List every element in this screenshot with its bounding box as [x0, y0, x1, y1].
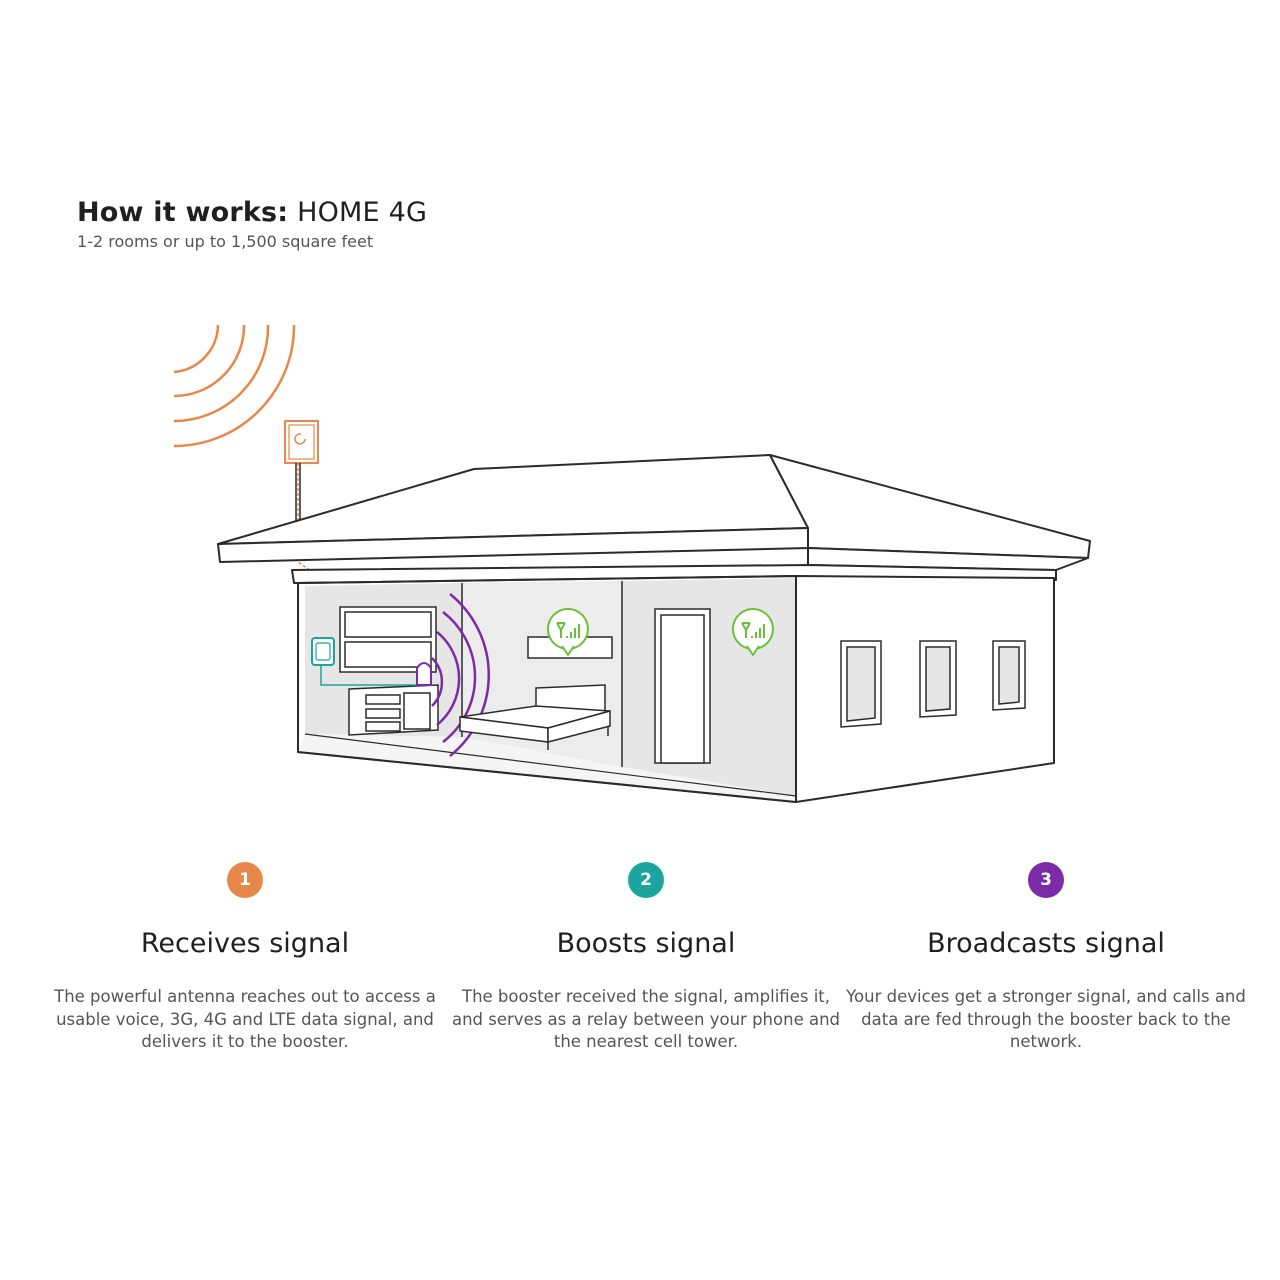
outside-signal-waves [173, 324, 296, 448]
step-description: Your devices get a stronger signal, and … [846, 987, 1246, 1051]
step-title: Broadcasts signal [927, 928, 1165, 959]
door [654, 608, 711, 764]
step-number-badge: 1 [227, 862, 263, 898]
step-title: Receives signal [140, 928, 350, 959]
step-receives: 1 Receives signal The powerful antenna r… [45, 862, 445, 1054]
dresser [348, 684, 439, 736]
title-bold: How it works: [77, 197, 289, 228]
page-title: How it works: HOME 4G [77, 196, 427, 230]
antenna-icon [284, 420, 319, 545]
step-title: Boosts signal [556, 928, 736, 959]
title-regular: HOME 4G [297, 197, 428, 228]
step-number-badge: 2 [628, 862, 664, 898]
room-window [339, 606, 437, 673]
booster-icon [311, 637, 420, 686]
step-description: The powerful antenna reaches out to acce… [54, 987, 436, 1051]
roof [217, 454, 1091, 584]
broadcast-waves [431, 593, 491, 757]
step-boosts: 2 Boosts signal The booster received the… [446, 862, 846, 1054]
header: How it works: HOME 4G 1-2 rooms or up to… [77, 196, 427, 251]
step-description: The booster received the signal, amplifi… [451, 987, 841, 1051]
step-broadcasts: 3 Broadcasts signal Your devices get a s… [846, 862, 1246, 1054]
signal-bars-icon [547, 608, 589, 656]
indoor-antenna-icon [416, 662, 432, 686]
side-windows [840, 640, 1026, 728]
page-subtitle: 1-2 rooms or up to 1,500 square feet [77, 232, 374, 251]
signal-bars-icon [732, 608, 774, 656]
step-number-badge: 3 [1028, 862, 1064, 898]
